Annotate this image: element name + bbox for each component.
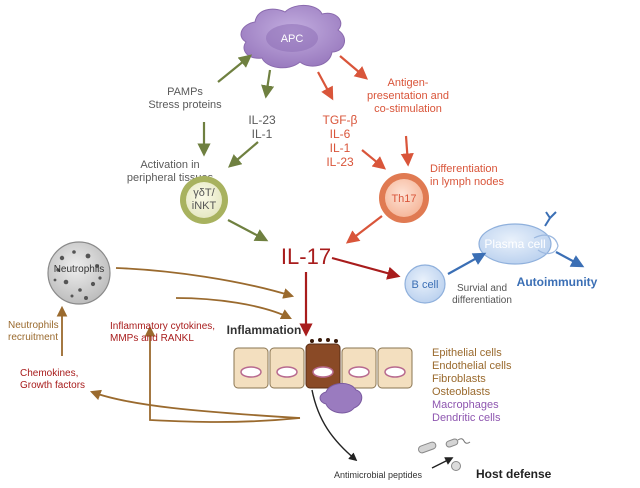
plasma-cell-label: Plasma cell <box>484 237 545 251</box>
tissue-cells <box>233 338 413 414</box>
arrow-apc-to-il23 <box>261 69 275 99</box>
arrow-neutrophils-to-inflammation <box>115 267 295 299</box>
chemokines-label-1: Chemokines, <box>20 368 78 379</box>
dark-red-arrows <box>299 256 401 337</box>
arrow-tissue-to-antimicrobial <box>311 389 358 462</box>
cell-type-osteoblasts: Osteoblasts <box>432 386 491 398</box>
antigen-label-3: co-stimulation <box>374 103 442 115</box>
pamps-label-1: PAMPs <box>167 86 203 98</box>
il23-label: IL-23 <box>248 113 276 127</box>
cell-type-macrophages: Macrophages <box>432 399 499 411</box>
neutrophils-recruitment-label-2: recruitment <box>8 332 58 343</box>
arrow-tissue-to-chemokines <box>89 389 301 419</box>
arrow-apc-to-tgf <box>317 71 334 101</box>
cell-type-epithelial: Epithelial cells <box>432 347 502 359</box>
plasma-cell: Plasma cell <box>478 211 559 265</box>
cell-type-fibroblasts: Fibroblasts <box>432 373 486 385</box>
pamps-label-2: Stress proteins <box>148 99 222 111</box>
tissue-cell <box>377 347 413 389</box>
differentiation-label-2: in lymph nodes <box>430 176 504 188</box>
b-cell: B cell <box>404 264 446 304</box>
tissue-cell <box>233 347 269 389</box>
arrow-tgf-to-th17 <box>361 149 387 170</box>
differentiation-label-1: Differentiation <box>430 163 498 175</box>
antigen-label-1: Antigen- <box>388 77 429 89</box>
cell-type-endothelial: Endothelial cells <box>432 360 512 372</box>
arrow-antimicrobial-to-bacteria <box>431 457 454 469</box>
tissue-cell <box>269 347 305 389</box>
arrow-gdt-to-il17 <box>227 219 269 242</box>
antibody-icon <box>544 211 557 227</box>
cell-type-list: Epithelial cells Endothelial cells Fibro… <box>432 347 512 424</box>
antimicrobial-label: Antimicrobial peptides <box>334 470 423 480</box>
olive-arrows <box>197 54 275 242</box>
inflammatory-cytokines-label-1: Inflammatory cytokines, <box>110 321 215 332</box>
chemokines-label-2: Growth factors <box>20 380 85 391</box>
survival-label-2: differentiation <box>452 295 512 306</box>
inflammatory-cytokines-label-2: MMPs and RANKL <box>110 333 194 344</box>
th17-label: Th17 <box>391 193 416 205</box>
arrow-il17-to-bcell <box>331 256 401 280</box>
macrophage-cell <box>319 383 363 414</box>
activation-label-1: Activation in <box>140 159 199 171</box>
tissue-cell <box>341 347 377 389</box>
il1-label: IL-1 <box>252 127 273 141</box>
brown-arrows <box>56 267 301 423</box>
survival-label-1: Survial and <box>457 283 507 294</box>
b-cell-label: B cell <box>412 279 439 291</box>
gdt-label-1: γδT/ <box>193 187 215 199</box>
arrow-pamps-to-apc <box>217 54 253 83</box>
gdt-label-2: iNKT <box>192 200 217 212</box>
arrow-th17-to-il17 <box>345 215 383 244</box>
arrow-il23-to-gdt <box>227 141 259 168</box>
antigen-label-2: presentation and <box>367 90 449 102</box>
tgf-label-1: TGF-β <box>323 113 358 127</box>
neutrophils-label: Neutrophils <box>54 264 105 275</box>
red-arrows <box>317 55 414 244</box>
arrow-plasma-to-autoimmunity <box>555 251 585 268</box>
cell-type-dendritic: Dendritic cells <box>432 412 501 424</box>
th17-cell: Th17 <box>379 173 429 223</box>
inflammation-label: Inflammation <box>227 323 302 337</box>
arrow-antigen-to-th17 <box>400 135 414 167</box>
tgf-label-3: IL-1 <box>330 141 351 155</box>
arrow-cytokines-to-inflammation <box>175 297 292 319</box>
autoimmunity-label: Autoimmunity <box>517 275 598 289</box>
arrow-tissue-to-cytokines <box>144 325 301 423</box>
apc-cell: APC <box>240 5 346 69</box>
host-defense-label: Host defense <box>476 467 552 481</box>
neutrophil-cell: Neutrophils <box>47 241 111 305</box>
bacteria-icon <box>418 438 471 471</box>
tissue-cell-activated <box>305 338 341 389</box>
il17-label: IL-17 <box>281 244 331 269</box>
arrow-apc-to-antigen <box>339 55 369 80</box>
tgf-label-2: IL-6 <box>330 127 351 141</box>
gdt-inkt-cell: γδT/ iNKT <box>180 176 228 224</box>
neutrophils-recruitment-label-1: Neutrophils <box>8 320 59 331</box>
tgf-label-4: IL-23 <box>326 155 354 169</box>
blue-arrows <box>447 251 585 275</box>
apc-label: APC <box>281 33 304 45</box>
arrow-bcell-to-plasma <box>447 252 487 275</box>
